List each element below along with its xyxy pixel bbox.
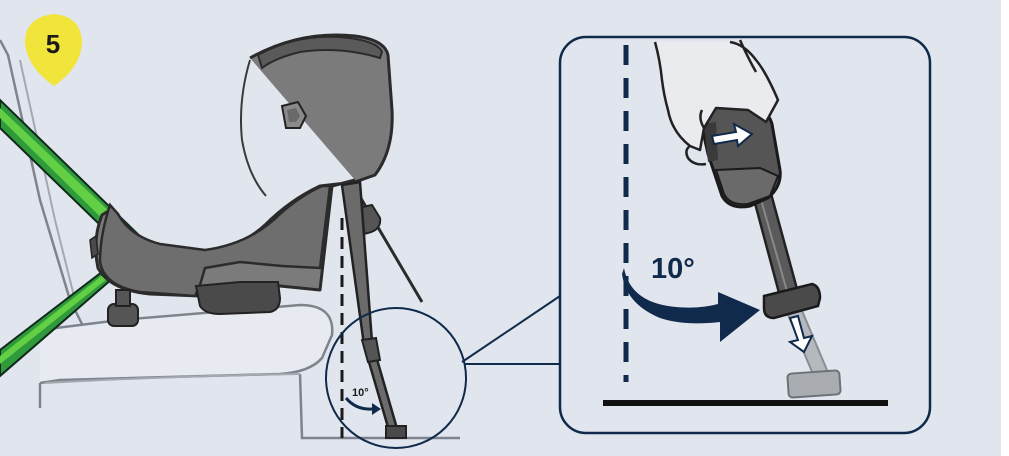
zoom-circle [325, 307, 467, 449]
support-leg-overview [340, 180, 424, 439]
detail-angle-label: 10° [651, 253, 695, 285]
pull-arrow-icon [787, 314, 814, 354]
overview-angle-label: 10° [352, 387, 369, 399]
step-number: 5 [46, 29, 60, 59]
detail-box [558, 35, 932, 435]
child-car-seat [89, 33, 394, 327]
hand [653, 39, 780, 166]
push-arrow-icon [710, 122, 754, 148]
rotate-arrow-icon [622, 268, 760, 342]
zoom-connector-top [461, 295, 561, 363]
support-leg-detail [698, 102, 842, 399]
rotate-arrow-icon-small [344, 397, 381, 415]
step-badge-icon [24, 14, 82, 86]
